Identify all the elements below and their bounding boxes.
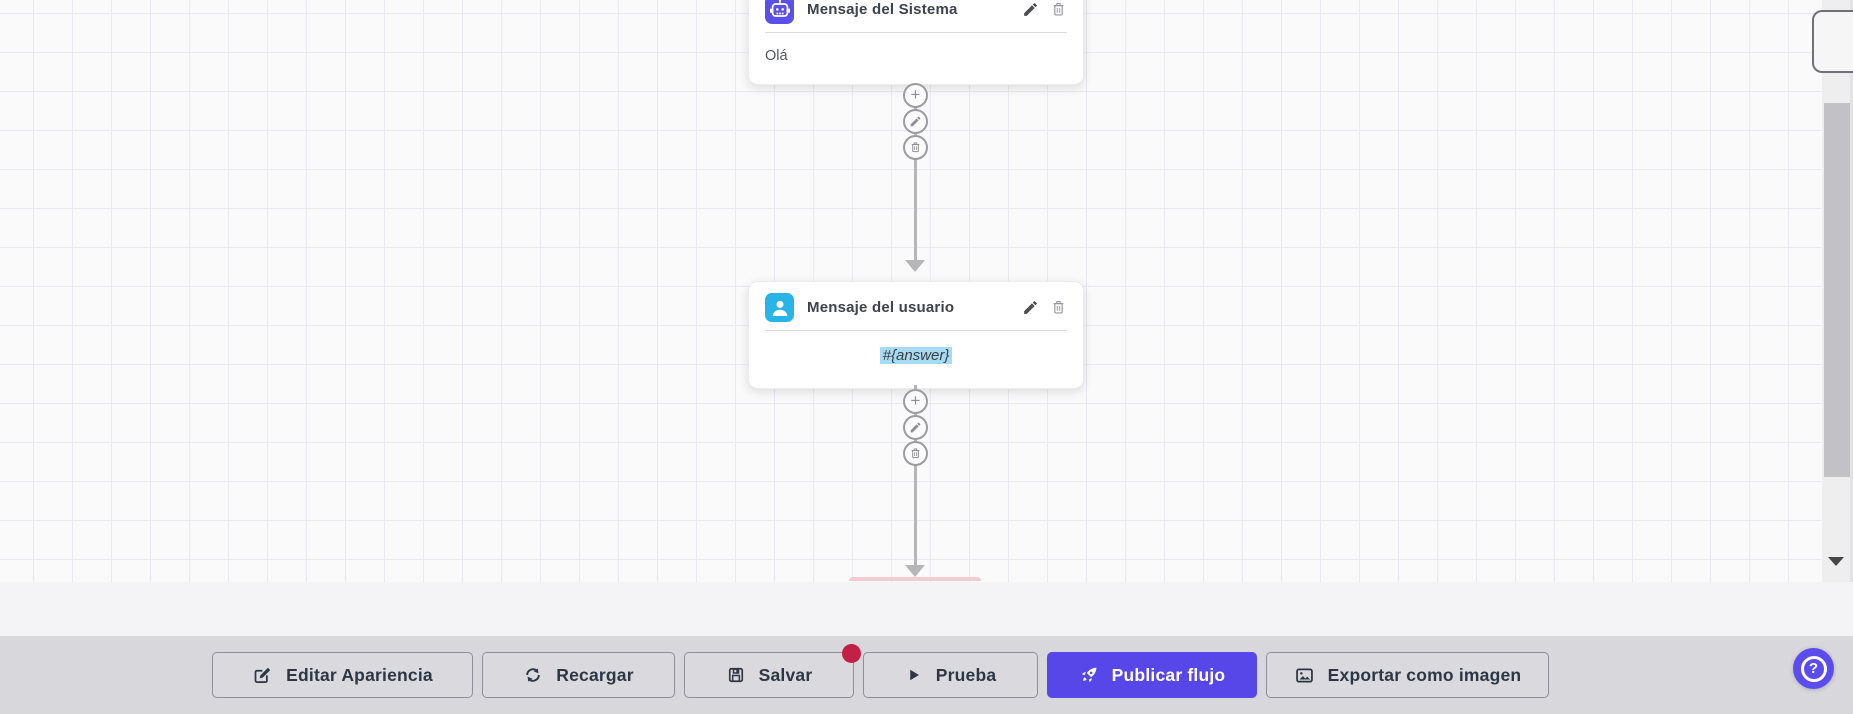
reload-button[interactable]: Recargar [482,652,675,698]
vertical-scrollbar-thumb[interactable] [1824,103,1850,477]
node-user-message[interactable]: Mensaje del usuario #{answer} [748,281,1084,389]
connector-arrowhead [905,565,925,577]
delete-step-button[interactable] [903,441,928,466]
connector-line [914,385,917,566]
save-icon [728,667,743,683]
edit-appearance-button[interactable]: Editar Apariencia [212,652,473,698]
node-content: #{answer} [749,331,1083,388]
flow-canvas[interactable]: Mensaje del Sistema Olá + [0,0,1822,582]
trash-icon [911,448,920,459]
button-label: Prueba [935,664,997,685]
connector-arrowhead [905,260,925,272]
trash-icon[interactable] [1050,299,1067,316]
publish-flow-button[interactable]: Publicar flujo [1047,652,1257,698]
button-label: Publicar flujo [1111,664,1226,685]
add-step-button[interactable]: + [903,389,928,414]
scrollbar-down-arrow[interactable] [1828,557,1844,566]
refresh-icon [526,668,541,682]
collapsed-side-panel [1812,10,1853,73]
rocket-icon [1081,667,1097,683]
edit-step-button[interactable] [903,415,928,440]
button-label: Exportar como imagen [1327,664,1522,685]
play-icon [909,669,919,681]
plus-icon: + [910,85,921,104]
test-button[interactable]: Prueba [863,652,1038,698]
add-step-button[interactable]: + [903,83,928,108]
plus-icon: + [910,391,921,410]
image-icon [1295,668,1313,682]
button-label: Salvar [758,664,813,685]
next-node-edge [849,577,981,581]
node-header: Mensaje del Sistema [749,0,1083,32]
node-title: Mensaje del usuario [807,299,955,316]
connector-line [914,84,917,261]
node-content: Olá [765,48,788,64]
robot-icon [765,0,794,24]
node-title: Mensaje del Sistema [807,1,958,18]
button-label: Recargar [556,664,634,685]
edit-icon[interactable] [1022,1,1039,18]
edit-square-icon [254,667,271,683]
trash-icon[interactable] [1050,1,1067,18]
edit-step-button[interactable] [903,109,928,134]
user-icon [765,293,794,322]
edit-icon [910,422,921,433]
unsaved-changes-badge [842,644,861,663]
node-header: Mensaje del usuario [749,282,1083,330]
edit-icon [910,116,921,127]
window-edge [1850,0,1853,582]
canvas-bottom-strip [0,582,1853,636]
node-system-message[interactable]: Mensaje del Sistema Olá [748,0,1084,85]
divider [765,330,1067,331]
divider [765,32,1067,33]
question-icon: ? [1800,655,1827,682]
edit-icon[interactable] [1022,299,1039,316]
help-button[interactable]: ? [1793,648,1834,689]
trash-icon [911,142,920,153]
button-label: Editar Apariencia [286,664,433,685]
save-button[interactable]: Salvar [684,644,861,698]
bottom-toolbar: Editar Apariencia Recargar Salvar Prueba [0,636,1853,714]
export-as-image-button[interactable]: Exportar como imagen [1266,652,1549,698]
answer-variable-chip: #{answer} [879,347,953,364]
delete-step-button[interactable] [903,135,928,160]
